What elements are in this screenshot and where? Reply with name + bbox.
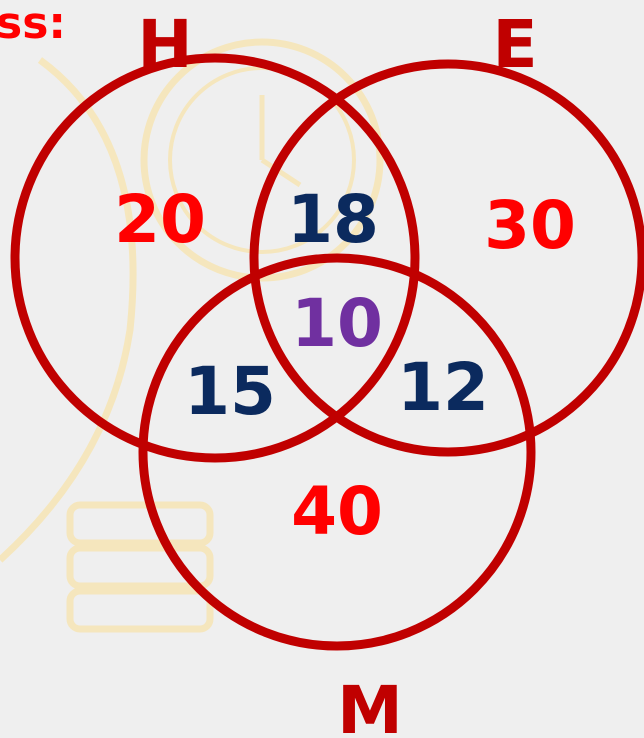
value-h-and-e: 18 (287, 181, 379, 258)
value-e-only: 30 (484, 187, 576, 264)
value-e-and-m: 12 (397, 349, 489, 426)
value-m-only: 40 (291, 473, 383, 550)
books-icon (70, 505, 210, 629)
header-fragment: ss: (0, 0, 66, 49)
value-all-three: 10 (291, 285, 383, 362)
set-label-m: M (337, 672, 403, 738)
value-h-only: 20 (114, 181, 206, 258)
value-h-and-m: 15 (184, 353, 276, 430)
